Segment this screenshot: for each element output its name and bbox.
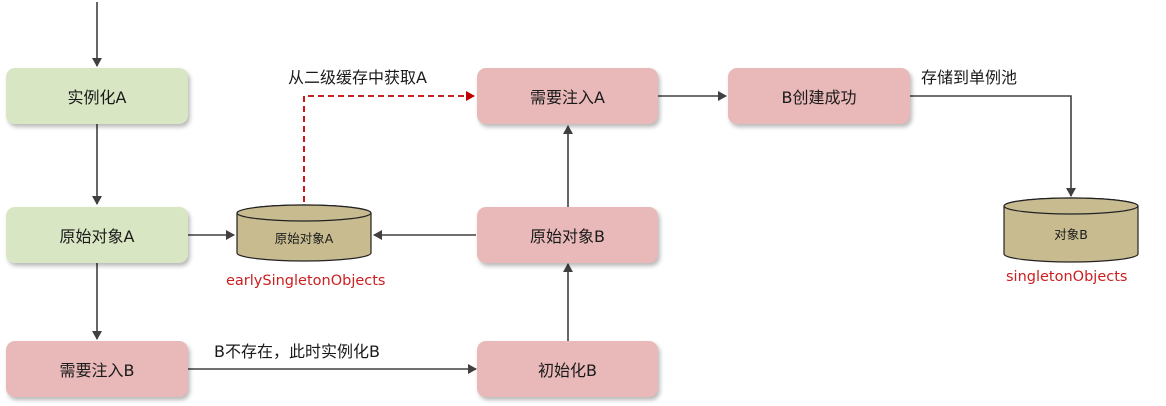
early-cache-caption: earlySingletonObjects — [226, 273, 386, 289]
node-b-created-label: B创建成功 — [781, 88, 857, 107]
node-b-created: B创建成功 — [728, 68, 910, 124]
edge-label-get-from-second-cache: 从二级缓存中获取A — [288, 68, 427, 87]
node-need-inject-a-label: 需要注入A — [530, 88, 605, 107]
node-instantiate-a: 实例化A — [6, 68, 188, 124]
node-need-inject-a: 需要注入A — [477, 68, 658, 124]
node-raw-object-b: 原始对象B — [477, 207, 658, 263]
singleton-pool-cylinder — [1003, 197, 1139, 263]
node-raw-object-b-label: 原始对象B — [530, 227, 605, 246]
node-init-b: 初始化B — [477, 341, 658, 397]
node-need-inject-b-label: 需要注入B — [59, 361, 135, 380]
singleton-pool-content: 对象B — [1054, 227, 1088, 242]
edge-label-b-not-exist: B不存在，此时实例化B — [214, 342, 380, 361]
dashed-arrow-early-cache-to-need-inject-a — [303, 91, 475, 202]
node-init-b-label: 初始化B — [538, 361, 597, 380]
arrow-b-created-to-singleton-pool — [910, 95, 1076, 197]
node-instantiate-a-label: 实例化A — [67, 88, 127, 107]
node-raw-object-a: 原始对象A — [6, 207, 188, 263]
edge-label-store-to-pool: 存储到单例池 — [921, 68, 1018, 87]
singleton-pool-caption: singletonObjects — [1006, 269, 1128, 285]
node-need-inject-b: 需要注入B — [6, 341, 188, 397]
early-cache-cylinder — [236, 204, 372, 262]
early-cache-content: 原始对象A — [274, 231, 334, 246]
node-raw-object-a-label: 原始对象A — [59, 227, 135, 246]
